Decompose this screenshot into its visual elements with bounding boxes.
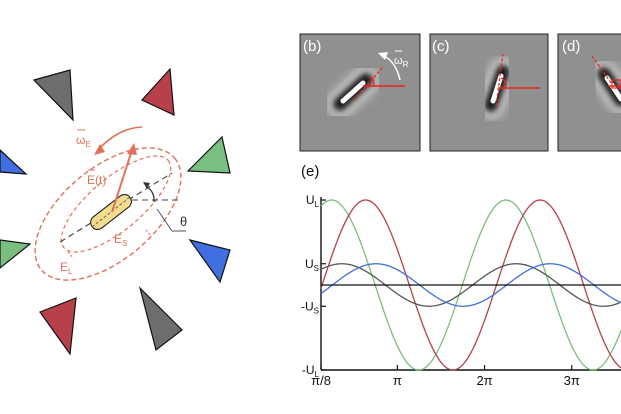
- panel-d-label: (d): [562, 38, 580, 55]
- traces: [320, 199, 621, 371]
- el-tick: [67, 251, 74, 259]
- omega-e-arrowhead: [94, 144, 105, 155]
- electrode-gray-top: [32, 69, 74, 122]
- el-label: EL: [60, 260, 73, 276]
- bright-b: [340, 80, 366, 104]
- panel-b-label: (b): [303, 38, 321, 55]
- chart-e: (e) π/8 π 2π 3π UL US -US -UL: [301, 163, 621, 388]
- electrode-green-right: [186, 135, 231, 174]
- trace-line: [320, 199, 621, 371]
- efield-arrow: [111, 149, 133, 213]
- theta-leader: [156, 208, 186, 232]
- ticks: [320, 199, 573, 371]
- y-tick-label: -UL: [302, 363, 320, 379]
- panel-b: (b) ωR: [299, 33, 421, 152]
- efield-arrowhead: [127, 143, 137, 155]
- trace-line: [320, 199, 621, 371]
- y-tick-label: UL: [306, 193, 320, 209]
- x-tick-label: 3π: [564, 373, 580, 388]
- marker-b-arc: [369, 75, 375, 87]
- omega-r-arrowhead: [378, 52, 388, 60]
- rod: [90, 193, 132, 231]
- theta-label: θ: [180, 214, 187, 229]
- es-tick: [145, 229, 152, 237]
- trace-line: [320, 263, 621, 307]
- trace-line: [320, 263, 621, 307]
- field-ellipse-inner: [60, 155, 172, 253]
- electrode-red-top: [141, 67, 175, 116]
- marker-b-axis: [353, 65, 385, 101]
- panel-e-label: (e): [301, 163, 319, 180]
- marker-d-axis: [591, 55, 613, 85]
- y-tick-label: US: [305, 257, 319, 273]
- electrode-green-left: [0, 239, 32, 269]
- x-tick-label: π: [393, 373, 402, 388]
- omega-e-label: ωE: [76, 133, 91, 149]
- panel-c: (c): [429, 33, 549, 152]
- electrode-gray-bottom: [138, 286, 183, 352]
- x-tick-label: 2π: [476, 373, 492, 388]
- schematic: ωE E(t) ES EL θ: [0, 67, 231, 356]
- y-tick-label: -US: [301, 299, 319, 315]
- marker-c-axis: [495, 53, 504, 107]
- x-tick-label: π/8: [311, 373, 331, 388]
- marker-c-arc: [500, 77, 507, 89]
- theta-arrowhead: [143, 182, 150, 189]
- es-label: ES: [114, 232, 127, 248]
- marker-d-box: [611, 79, 621, 89]
- electrode-red-bottom: [39, 297, 77, 356]
- electrode-blue-right: [188, 239, 231, 284]
- efield-label: E(t): [87, 173, 106, 187]
- panel-d: (d): [557, 33, 621, 152]
- rod-axis: [91, 196, 131, 228]
- omega-e-arc: [97, 126, 143, 151]
- tick-labels: π/8 π 2π 3π UL US -US -UL: [301, 193, 580, 388]
- field-ellipse-outer: [34, 147, 182, 281]
- panel-c-label: (c): [432, 38, 450, 55]
- omega-r-label: ωR: [394, 55, 409, 69]
- electrode-blue-left: [0, 149, 28, 175]
